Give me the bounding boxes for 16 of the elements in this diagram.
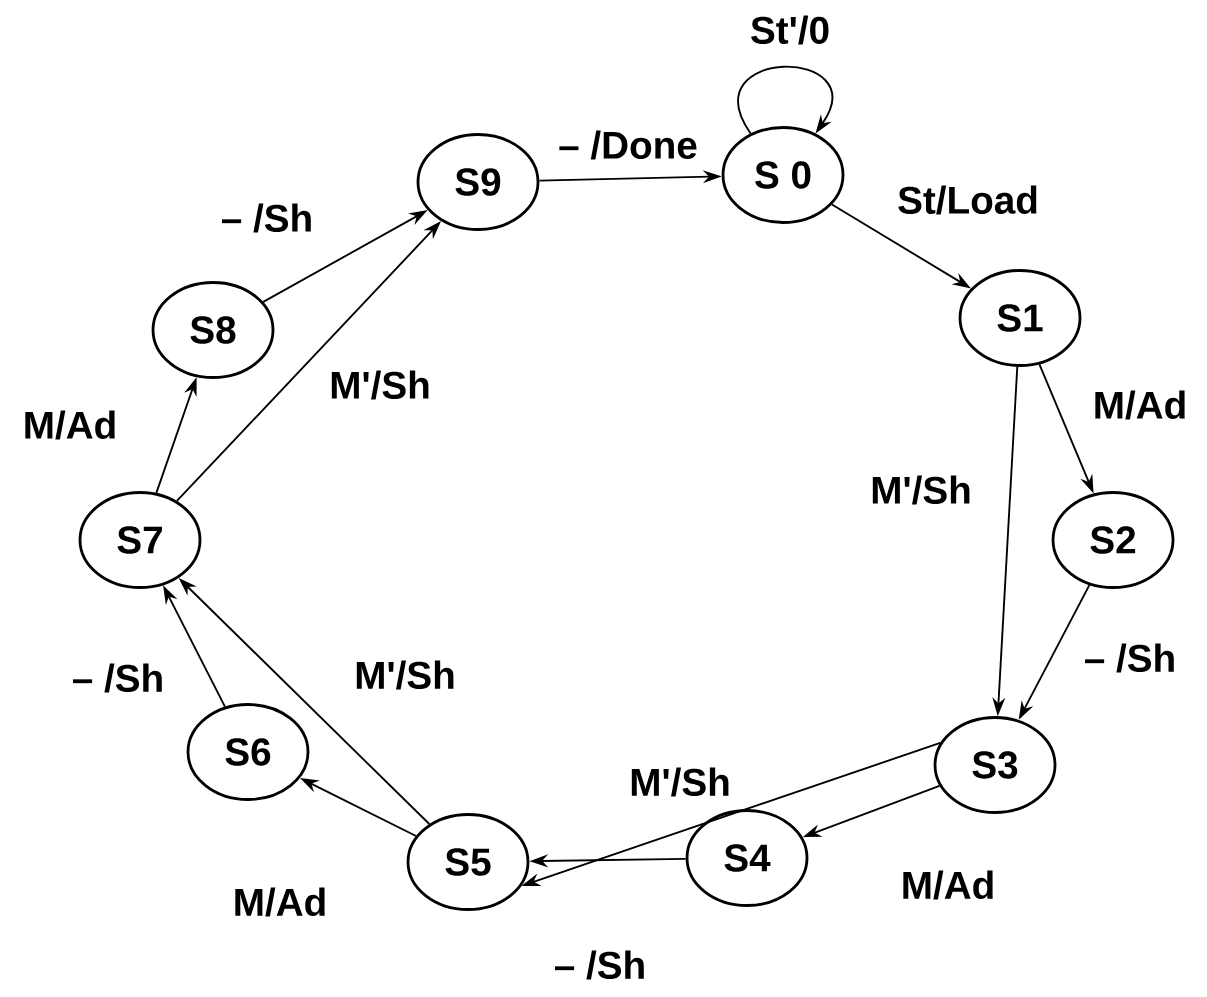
edge-label: – /Sh bbox=[1082, 642, 1178, 674]
edge-label: M/Ad bbox=[1091, 389, 1189, 421]
edge-label: – /Done bbox=[557, 129, 699, 161]
edge-label: – /Sh bbox=[219, 202, 315, 234]
edge-label: St/Load bbox=[895, 184, 1041, 216]
edge-label: M/Ad bbox=[899, 869, 997, 901]
edge-label: M'/Sh bbox=[628, 766, 732, 798]
edge-label: M'/Sh bbox=[328, 369, 432, 401]
edge-label: St'/0 bbox=[748, 14, 832, 46]
arrow bbox=[737, 65, 833, 135]
edge-label: M/Ad bbox=[21, 409, 119, 441]
edge-label: M'/Sh bbox=[869, 474, 973, 506]
edge-label: – /Sh bbox=[552, 949, 648, 981]
edge-label: M'/Sh bbox=[353, 659, 457, 691]
edge-label: – /Sh bbox=[70, 662, 166, 694]
edge-label: M/Ad bbox=[231, 886, 329, 918]
